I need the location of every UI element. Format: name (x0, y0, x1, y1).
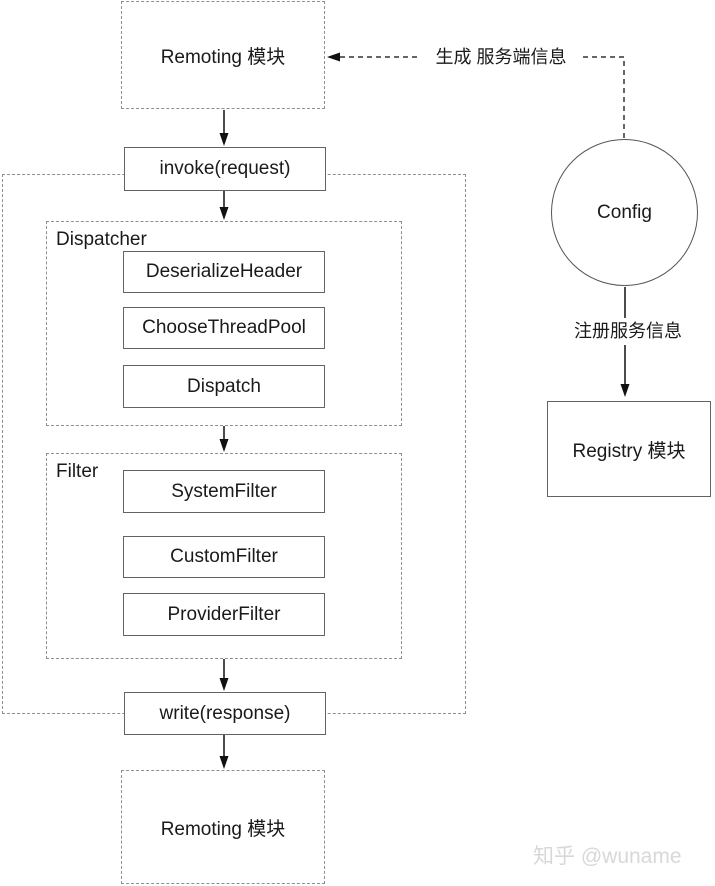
dispatcher-step-label: Dispatch (187, 375, 261, 397)
config-node: Config (551, 139, 698, 286)
arrowhead-down-icon (219, 133, 229, 146)
filter-step-label: CustomFilter (170, 546, 278, 567)
registry-module-label: Registry 模块 (572, 440, 686, 462)
dispatcher-step-label: ChooseThreadPool (142, 317, 306, 338)
dispatcher-step-dispatch: Dispatch (123, 365, 325, 408)
register-edge-label: 注册服务信息 (562, 318, 694, 345)
write-response-label: write(response) (159, 702, 291, 724)
filter-group-box: Filter (46, 453, 402, 659)
dispatcher-step-deserialize-header: DeserializeHeader (123, 251, 325, 293)
arrowhead-left-icon (327, 52, 340, 62)
watermark: 知乎 @wuname (533, 845, 682, 868)
remoting-module-top-label: Remoting 模块 (160, 46, 286, 68)
dispatcher-group-label: Dispatcher (56, 229, 147, 250)
invoke-request-label: invoke(request) (159, 158, 291, 179)
registry-module-box: Registry 模块 (547, 401, 711, 497)
filter-step-label: SystemFilter (171, 480, 277, 502)
arrowhead-down-icon (219, 756, 229, 769)
invoke-request-box: invoke(request) (124, 147, 326, 191)
filter-step-system-filter: SystemFilter (123, 470, 325, 513)
generate-edge-label: 生成 服务端信息 (421, 44, 581, 71)
filter-step-provider-filter: ProviderFilter (123, 593, 325, 636)
dispatcher-step-choose-thread-pool: ChooseThreadPool (123, 307, 325, 349)
remoting-module-bottom-label: Remoting 模块 (160, 818, 286, 840)
filter-group-label: Filter (56, 461, 99, 482)
filter-step-custom-filter: CustomFilter (123, 536, 325, 578)
config-node-label: Config (597, 201, 652, 223)
dispatcher-group-box: Dispatcher (46, 221, 402, 426)
filter-step-label: ProviderFilter (167, 603, 281, 625)
dispatcher-step-label: DeserializeHeader (145, 261, 303, 282)
write-response-box: write(response) (124, 692, 326, 735)
remoting-module-top-box: Remoting 模块 (121, 1, 325, 109)
remoting-module-bottom-box: Remoting 模块 (121, 770, 325, 884)
arrowhead-down-icon (620, 384, 630, 397)
